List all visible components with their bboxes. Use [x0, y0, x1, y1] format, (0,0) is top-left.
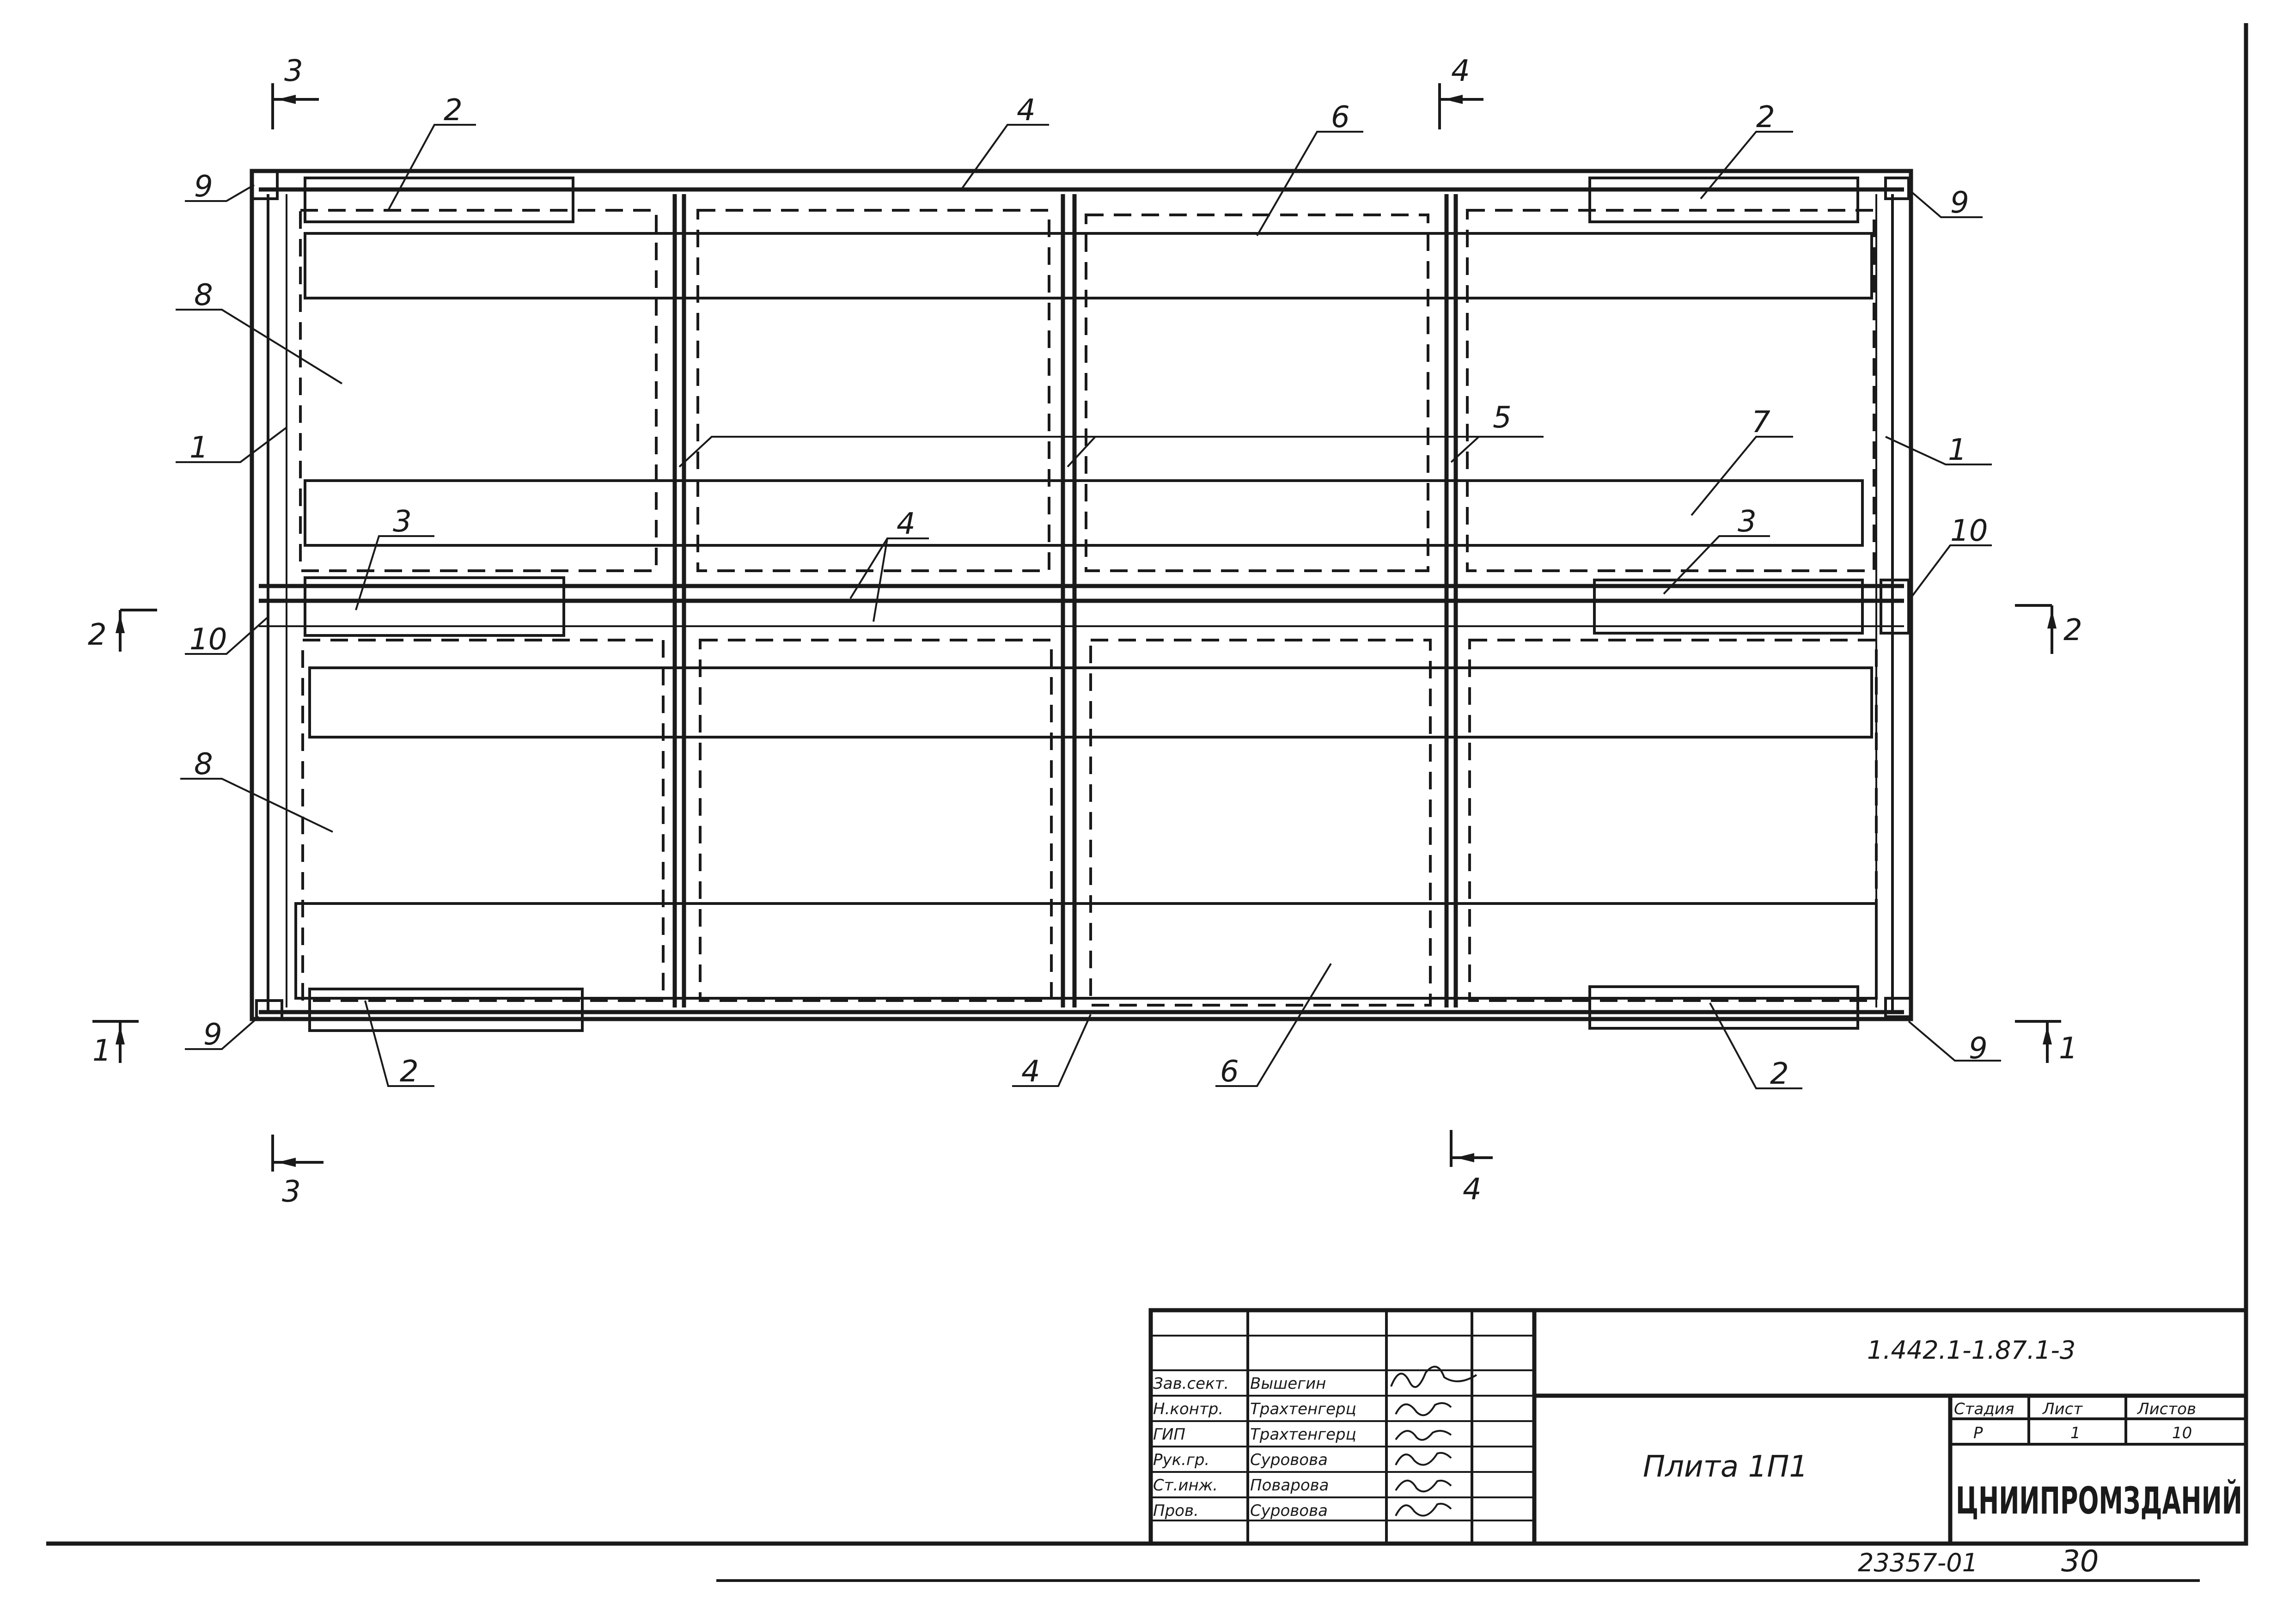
role-5: Пров. [1153, 1502, 1199, 1520]
section-2-left: 2 [88, 618, 107, 652]
callout-8-top: 8 [194, 278, 213, 312]
section-3-top: 3 [284, 54, 303, 88]
role-1: Н.контр. [1153, 1400, 1223, 1418]
value-sheets: 10 [2172, 1424, 2192, 1442]
section-4-top: 4 [1451, 54, 1470, 88]
callout-2-top-left: 2 [444, 93, 463, 128]
callout-9-top-right: 9 [1950, 186, 1969, 220]
callout-9-bottom-left: 9 [203, 1018, 222, 1052]
callout-10-left: 10 [189, 623, 227, 657]
role-2: ГИП [1153, 1425, 1185, 1444]
name-2: Трахтенгерц [1250, 1425, 1356, 1444]
callout-9-top-left: 9 [194, 170, 213, 204]
section-marks [92, 83, 2061, 1172]
callout-6-bottom: 6 [1220, 1055, 1239, 1089]
organization-name: ЦНИИПРОМЗДАНИЙ [1956, 1479, 2242, 1522]
callout-8-bottom: 8 [194, 747, 213, 781]
callout-2-bottom-left: 2 [400, 1055, 419, 1089]
callout-4-middle: 4 [897, 507, 916, 541]
page-number: 30 [2061, 1545, 2099, 1579]
name-5: Суровова [1250, 1502, 1328, 1520]
callout-10-right: 10 [1950, 514, 1988, 548]
callout-9-bottom-right: 9 [1969, 1032, 1988, 1066]
doc-code: 1.442.1-1.87.1-3 [1867, 1336, 2075, 1365]
role-0: Зав.сект. [1153, 1374, 1229, 1393]
callout-2-top-right: 2 [1756, 100, 1775, 134]
archive-number: 23357-01 [1858, 1548, 1978, 1577]
callout-1-left: 1 [189, 431, 208, 465]
name-3: Суровова [1250, 1451, 1328, 1469]
section-4-bottom: 4 [1463, 1172, 1482, 1207]
name-4: Поварова [1250, 1476, 1329, 1495]
callout-7: 7 [1752, 405, 1770, 440]
header-sheet: Лист [2042, 1400, 2083, 1418]
callout-3-right: 3 [1738, 505, 1757, 539]
value-sheet: 1 [2070, 1424, 2081, 1442]
callout-6-top: 6 [1331, 100, 1350, 134]
plate-plan [250, 169, 1913, 1032]
section-1-left: 1 [92, 1034, 111, 1068]
signatures [1390, 1366, 1477, 1517]
role-4: Ст.инж. [1153, 1476, 1218, 1495]
section-1-right: 1 [2059, 1032, 2078, 1066]
title-block: 1.442.1-1.87.1-3 Плита 1П1 Стадия Лист Л… [1148, 1308, 2248, 1579]
section-labels: 3 3 4 4 2 2 1 1 [88, 54, 2082, 1209]
leader-lines [176, 124, 2001, 1089]
value-stage: Р [1973, 1424, 1983, 1442]
callout-4-bottom: 4 [1021, 1055, 1040, 1089]
drawing-title: Плита 1П1 [1643, 1450, 1808, 1484]
callout-2-bottom-right: 2 [1770, 1057, 1789, 1091]
callout-labels: 1 1 2 2 2 2 3 3 4 4 4 5 6 6 7 8 8 9 9 9 … [189, 93, 1988, 1091]
callout-4-top: 4 [1017, 93, 1036, 128]
role-3: Рук.гр. [1153, 1451, 1209, 1469]
header-sheets: Листов [2136, 1400, 2196, 1418]
section-3-bottom: 3 [282, 1175, 301, 1209]
section-2-right: 2 [2063, 613, 2082, 647]
name-1: Трахтенгерц [1250, 1400, 1356, 1418]
name-0: Вышегин [1250, 1374, 1326, 1393]
callout-3-left: 3 [393, 505, 412, 539]
header-stage: Стадия [1954, 1400, 2014, 1418]
callout-1-right: 1 [1948, 433, 1967, 467]
callout-5: 5 [1493, 401, 1512, 435]
